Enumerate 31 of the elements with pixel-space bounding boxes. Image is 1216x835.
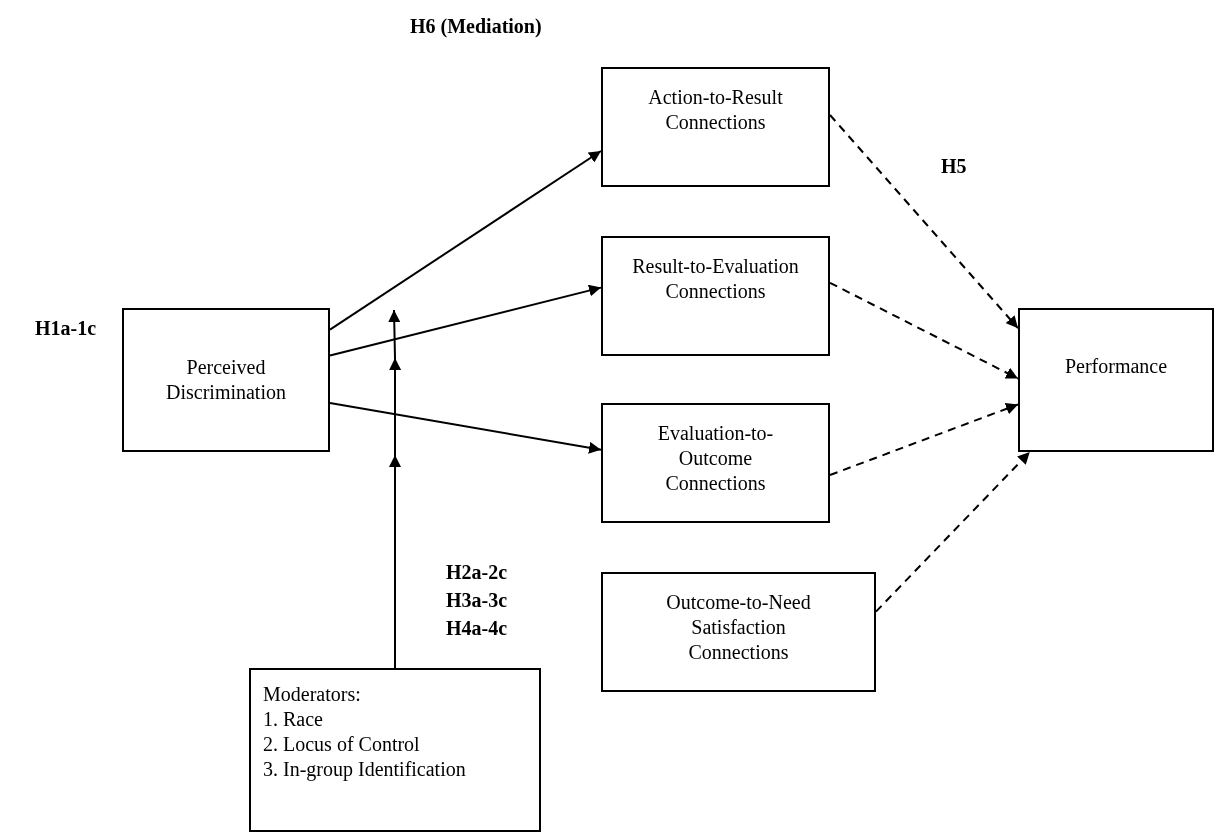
hypothesis-label: H4a-4c (446, 616, 508, 640)
box-label: Result-to-Evaluation Connections (631, 254, 800, 304)
arrow (875, 451, 1031, 613)
box-label: Outcome-to-Need Satisfaction Connections (665, 590, 812, 665)
process-box (249, 668, 541, 832)
box-label: Action-to-Result Connections (647, 85, 784, 135)
process-box (601, 403, 830, 523)
arrow (388, 309, 401, 669)
arrow (329, 402, 602, 454)
arrow (829, 403, 1019, 476)
process-box (122, 308, 330, 452)
arrow (329, 284, 602, 357)
list-item: 2. Locus of Control (263, 732, 420, 757)
hypothesis-label: H1a-1c (35, 316, 97, 340)
hypothesis-label: H3a-3c (446, 588, 508, 612)
process-box (601, 67, 830, 187)
hypothesis-label: H2a-2c (446, 560, 508, 584)
list-item: 3. In-group Identification (263, 757, 466, 782)
process-box (601, 236, 830, 356)
hypothesis-label: H5 (941, 154, 967, 178)
hypothesis-label: H6 (Mediation) (410, 14, 542, 38)
box-heading: Moderators: (263, 682, 361, 707)
arrow (829, 281, 1019, 380)
box-label: Performance (1064, 354, 1168, 379)
process-box (601, 572, 876, 692)
process-box (1018, 308, 1214, 452)
arrow (329, 150, 602, 331)
box-label: Perceived Discrimination (165, 355, 287, 405)
arrow (829, 114, 1019, 330)
box-label: Evaluation-to-Outcome Connections (656, 421, 775, 496)
list-item: 1. Race (263, 707, 323, 732)
